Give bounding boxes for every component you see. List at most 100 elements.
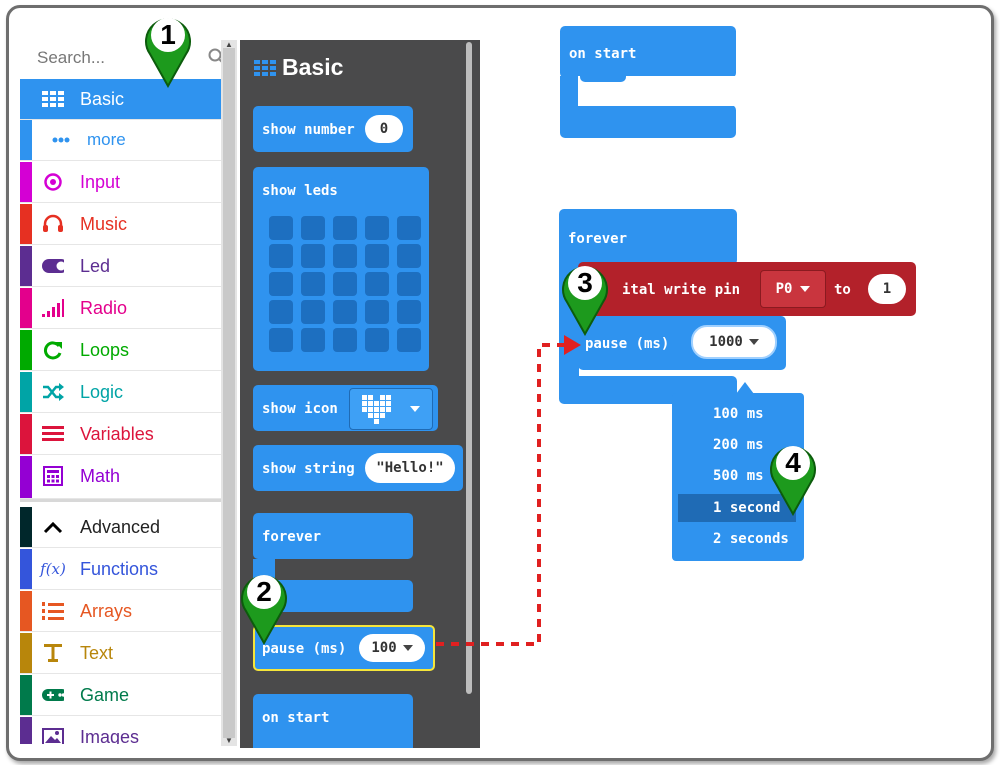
category-color-bar: [20, 591, 32, 631]
basic-flyout: Basic show number 0 show leds show icon: [240, 40, 480, 748]
chevron-down-icon: [402, 645, 413, 651]
block-label: show leds: [262, 183, 338, 199]
headphones-icon: [42, 214, 64, 234]
category-variables[interactable]: Variables: [20, 414, 221, 455]
gamepad-icon: [42, 685, 64, 705]
icon-dropdown[interactable]: [349, 388, 433, 430]
block-label: forever: [262, 529, 322, 545]
block-pause[interactable]: pause (ms) 100: [253, 625, 435, 671]
function-icon: f(x): [40, 560, 66, 578]
search-input[interactable]: Search...: [37, 48, 106, 67]
category-input[interactable]: Input: [20, 162, 221, 203]
search-box[interactable]: Search...: [20, 40, 225, 76]
toolbox-scrollbar[interactable]: ▲ ▼: [221, 40, 237, 746]
block-pause-workspace[interactable]: pause (ms) 1000: [578, 316, 786, 370]
ordered-list-icon: [42, 601, 64, 621]
flyout-scrollbar[interactable]: [466, 42, 472, 694]
category-label: Game: [80, 685, 130, 705]
pin-dropdown[interactable]: P0: [760, 270, 826, 308]
dropdown-option[interactable]: 2 seconds: [713, 531, 789, 547]
screenshot-frame: Search... Basic more Input Music Led: [6, 5, 994, 761]
chevron-up-icon: [42, 517, 64, 537]
number-input[interactable]: 0: [365, 115, 403, 143]
category-logic[interactable]: Logic: [20, 372, 221, 413]
category-functions[interactable]: f(x) Functions: [20, 549, 221, 590]
block-label: show number: [262, 122, 355, 138]
dropdown-option[interactable]: 200 ms: [713, 437, 764, 453]
block-label: pause (ms): [262, 641, 347, 657]
category-math[interactable]: Math: [20, 456, 221, 499]
toggle-icon: [42, 256, 64, 276]
scrollbar-thumb[interactable]: [223, 48, 235, 738]
category-text[interactable]: Text: [20, 633, 221, 674]
grid-icon: [254, 59, 276, 76]
category-arrays[interactable]: Arrays: [20, 591, 221, 632]
category-label: Images: [80, 727, 140, 744]
category-color-bar: [20, 507, 32, 547]
block-show-icon[interactable]: show icon: [253, 385, 438, 431]
block-on-start[interactable]: on start: [253, 694, 413, 748]
more-dots-icon: [50, 130, 72, 150]
block-label: show string: [262, 461, 355, 477]
category-color-bar: [20, 633, 32, 673]
dropdown-pointer: [736, 382, 754, 394]
category-color-bar: [20, 717, 32, 744]
category-color-bar: [20, 414, 32, 454]
category-color-bar: [20, 204, 32, 244]
category-label: Led: [80, 256, 111, 276]
category-label: Text: [80, 643, 114, 663]
toolbox-divider: [20, 499, 221, 502]
marker-number: 3: [577, 267, 593, 298]
block-show-string[interactable]: show string "Hello!": [253, 445, 463, 491]
block-label: on start: [569, 46, 637, 62]
category-color-bar: [20, 372, 32, 412]
block-show-number[interactable]: show number 0: [253, 106, 413, 152]
category-game[interactable]: Game: [20, 675, 221, 716]
category-color-bar: [20, 675, 32, 715]
category-advanced[interactable]: Advanced: [20, 507, 221, 548]
scroll-down-icon[interactable]: ▼: [225, 736, 233, 745]
dropdown-option[interactable]: 100 ms: [713, 406, 764, 422]
category-color-bar: [20, 246, 32, 286]
category-label: Basic: [80, 89, 125, 109]
block-show-leds[interactable]: show leds: [253, 167, 429, 371]
grid-icon: [42, 89, 64, 109]
dropdown-option[interactable]: 500 ms: [713, 468, 764, 484]
category-label: Functions: [80, 559, 159, 579]
radio-target-icon: [42, 172, 64, 192]
category-loops[interactable]: Loops: [20, 330, 221, 371]
scroll-up-icon[interactable]: ▲: [225, 40, 233, 49]
block-forever[interactable]: forever: [253, 513, 413, 559]
step-marker-1: 1: [141, 8, 195, 89]
category-color-bar: [20, 288, 32, 328]
led-grid[interactable]: [269, 216, 429, 356]
string-input[interactable]: "Hello!": [365, 453, 455, 483]
block-label: on start: [262, 710, 330, 726]
signal-bars-icon: [42, 298, 64, 318]
category-label: Music: [80, 214, 128, 234]
pause-value: 100: [371, 640, 397, 656]
block-label: pause (ms): [585, 336, 670, 352]
pause-dropdown[interactable]: 1000: [691, 325, 777, 359]
category-label: Math: [80, 466, 121, 486]
category-images[interactable]: Images: [20, 717, 221, 744]
category-radio[interactable]: Radio: [20, 288, 221, 329]
category-music[interactable]: Music: [20, 204, 221, 245]
step-marker-4: 4: [766, 436, 820, 517]
marker-number: 2: [256, 576, 272, 607]
category-label: Radio: [80, 298, 128, 318]
workspace-on-start[interactable]: on start: [560, 26, 736, 138]
workspace-forever[interactable]: forever: [559, 209, 737, 265]
block-label: show icon: [262, 401, 338, 417]
pause-dropdown[interactable]: 100: [359, 634, 425, 662]
connector-notch: [580, 76, 626, 82]
category-led[interactable]: Led: [20, 246, 221, 287]
category-more[interactable]: more: [20, 120, 221, 161]
block-digital-write-pin[interactable]: ital write pin P0 to 1: [578, 262, 916, 316]
write-value-input[interactable]: 1: [868, 274, 906, 304]
list-lines-icon: [42, 424, 64, 444]
dropdown-option-selected[interactable]: 1 second: [678, 494, 796, 522]
step-marker-2: 2: [237, 565, 291, 646]
category-basic[interactable]: Basic: [20, 79, 221, 120]
flyout-title-text: Basic: [282, 54, 344, 80]
